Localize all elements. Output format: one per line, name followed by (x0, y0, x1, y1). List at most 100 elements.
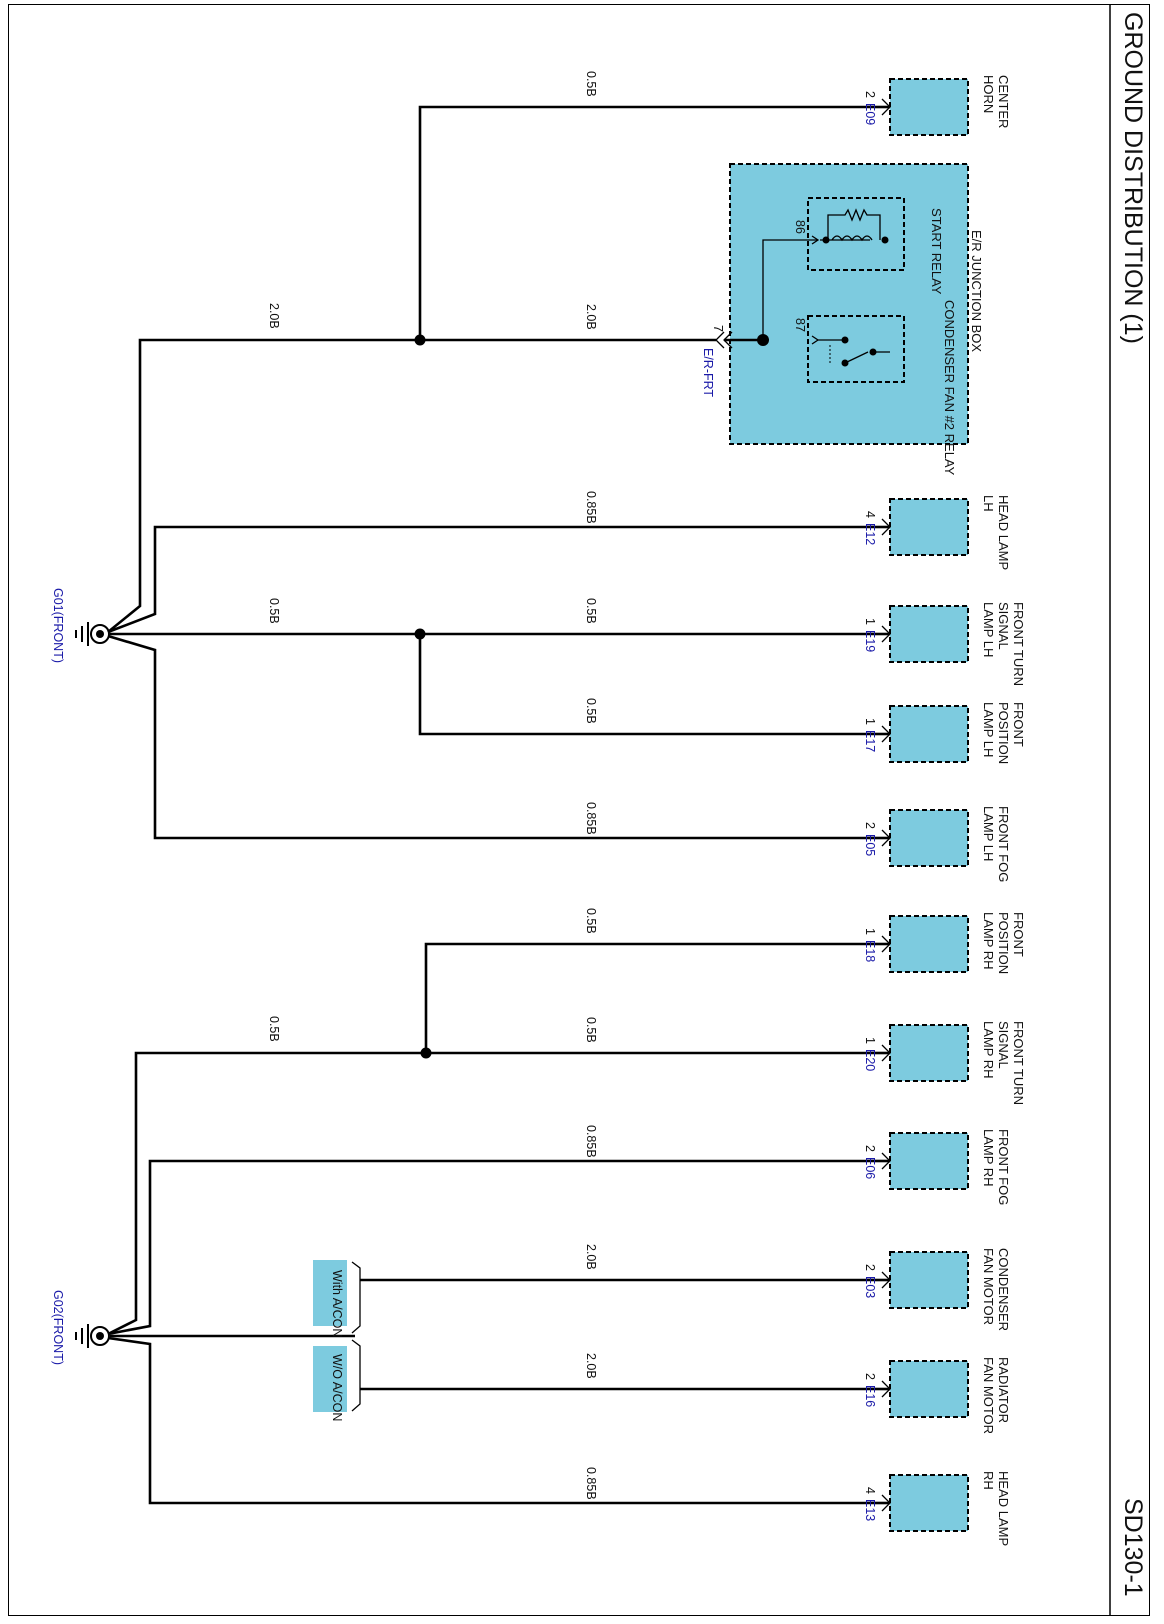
wire-gauge-label: 0.85B (584, 1467, 598, 1500)
component-name: HEAD LAMP (996, 1471, 1011, 1546)
component-name: FRONT TURN (1011, 1021, 1026, 1105)
connector-box (889, 1474, 969, 1532)
option-wo-ac: W/O A/CON (313, 1339, 361, 1421)
connector-id: E03 (863, 1276, 877, 1298)
wire-gauge-label: 2.0B (267, 303, 281, 329)
component-name: LAMP RH (981, 912, 996, 970)
pin-number: 1 (863, 928, 877, 935)
pin-number: 2 (863, 1373, 877, 1380)
start-relay-label: START RELAY (929, 208, 944, 295)
wire-fog-lh (107, 634, 875, 840)
component-name: LAMP RH (981, 1129, 996, 1187)
wire-position-rh (424, 942, 875, 1053)
connector-id: E12 (863, 523, 877, 545)
component-name: LAMP LH (981, 806, 996, 861)
component-name: HEAD LAMP (996, 495, 1011, 570)
wire-gauge-label: 2.0B (584, 1353, 598, 1379)
condenser-relay-label: CONDENSER FAN #2 RELAY (942, 300, 957, 476)
component-name: FRONT (1011, 912, 1026, 957)
connector-box (889, 1024, 969, 1082)
component-junction: 2.0B (584, 304, 598, 330)
connector-box (889, 498, 969, 556)
wire-gauge-label: 0.5B (584, 598, 598, 624)
connector-id: E05 (863, 834, 877, 856)
connector-id: E17 (863, 730, 877, 752)
connector-box (889, 605, 969, 663)
component-name: RH (981, 1471, 996, 1490)
connector-id: E20 (863, 1049, 877, 1071)
pin-number: 1 (863, 718, 877, 725)
svg-text:W/O A/CON: W/O A/CON (330, 1354, 344, 1421)
splice-dot (414, 334, 426, 346)
pin-number: 4 (863, 1487, 877, 1494)
component-name: FRONT FOG (996, 1129, 1011, 1205)
component-name: FRONT TURN (1011, 602, 1026, 686)
component-name: FRONT FOG (996, 806, 1011, 882)
pin-number: 2 (863, 822, 877, 829)
connector-id: E09 (863, 103, 877, 125)
connector-box (889, 809, 969, 867)
pin-number: 2 (863, 1264, 877, 1271)
connector-box (889, 1132, 969, 1190)
wire-gauge-label: 2.0B (584, 1244, 598, 1270)
component-name: POSITION (996, 702, 1011, 764)
g02-label: G02(FRONT) (51, 1290, 65, 1365)
svg-text:7: 7 (711, 325, 725, 332)
connector-id: E16 (863, 1385, 877, 1407)
svg-text:With A/CON: With A/CON (330, 1270, 344, 1337)
wire-head-lamp-rh (107, 1336, 875, 1505)
wire-gauge-label: 0.85B (584, 491, 598, 524)
svg-text:86: 86 (793, 220, 807, 234)
wire-gauge-label: 0.5B (267, 1016, 281, 1042)
splice-dot (414, 628, 426, 640)
connector-box (889, 915, 969, 973)
g01-label: G01(FRONT) (51, 588, 65, 663)
component-name: HORN (981, 75, 996, 113)
wire-gauge-label: 0.85B (584, 802, 598, 835)
splice-dot (420, 1047, 432, 1059)
condenser-fan-relay (807, 315, 905, 383)
wire-gauge-label: 2.0B (584, 304, 598, 330)
component-name: SIGNAL (996, 1021, 1011, 1069)
component-name: FRONT (1011, 702, 1026, 747)
wire-center-horn (418, 105, 875, 340)
page-code: SD130-1 (1119, 1498, 1147, 1597)
connector-box (889, 1360, 969, 1418)
wire-position-lh (418, 634, 875, 736)
pin-number: 2 (863, 91, 877, 98)
connector-box (889, 78, 969, 136)
pin-number: 1 (863, 618, 877, 625)
wire-junction-ground (107, 338, 716, 634)
connector-id: E13 (863, 1499, 877, 1521)
wire-gauge-label: 0.85B (584, 1125, 598, 1158)
component-name: LAMP LH (981, 602, 996, 657)
wire-gauge-label: 0.5B (584, 71, 598, 97)
er-frt-connector: E/R-FRT (701, 348, 715, 397)
diagram-frame (8, 4, 1150, 1616)
svg-text:87: 87 (793, 318, 807, 332)
component-name: CONDENSER (996, 1248, 1011, 1331)
option-with-ac: With A/CON (313, 1260, 361, 1337)
wire-gauge-label: 0.5B (584, 908, 598, 934)
connector-id: E18 (863, 940, 877, 962)
connector-box (889, 705, 969, 763)
connector-id: E06 (863, 1157, 877, 1179)
connector-box (889, 1251, 969, 1309)
ground-g01: G01(FRONT) (51, 588, 110, 663)
ground-g02: G02(FRONT) (51, 1290, 110, 1365)
pin-number: 2 (863, 1145, 877, 1152)
component-name: FAN MOTOR (981, 1357, 996, 1434)
pin-number: 1 (863, 1037, 877, 1044)
wire-head-lamp-lh (107, 525, 875, 634)
wire-gauge-label: 0.5B (584, 698, 598, 724)
component-name: POSITION (996, 912, 1011, 974)
